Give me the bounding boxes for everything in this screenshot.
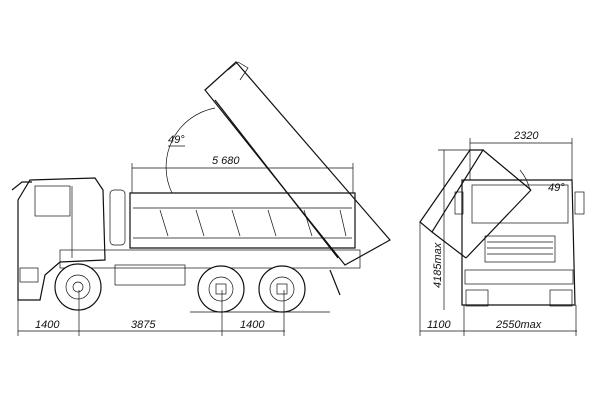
svg-text:1400: 1400 [35,319,60,331]
truck-cab [11,177,106,301]
front-tip-angle-label: 49° [548,182,565,194]
height-dimension: 4185max [432,149,470,310]
dump-body-lowered [109,189,356,249]
body-length-dimension: 5 680 [131,155,354,193]
tip-angle-arc [165,107,216,194]
svg-text:1100: 1100 [427,319,452,331]
wheels [54,263,306,313]
svg-text:2320: 2320 [513,130,539,142]
svg-text:3875: 3875 [131,319,156,331]
svg-text:4185max: 4185max [432,242,444,288]
chassis-frame [59,249,361,269]
svg-text:1400: 1400 [240,319,265,331]
side-view: 49° 5 680 1400 3875 1400 [11,61,391,336]
bottom-width-dimensions: 1100 2550max [419,222,577,336]
front-wheel [54,263,102,311]
width-dimension: 2320 [469,130,573,180]
front-cab [454,179,585,307]
front-view: 49° 2320 4185max 1100 2550max [419,130,585,336]
rear-wheel-1 [197,265,245,313]
dump-body-raised [204,61,391,296]
front-tipped-body [419,149,532,259]
axle-dimensions: 1400 3875 1400 [17,290,285,336]
svg-text:5 680: 5 680 [212,155,240,167]
rear-wheel-2 [258,265,306,313]
svg-text:2550max: 2550max [495,319,542,331]
side-tip-angle-label: 49° [168,134,185,146]
